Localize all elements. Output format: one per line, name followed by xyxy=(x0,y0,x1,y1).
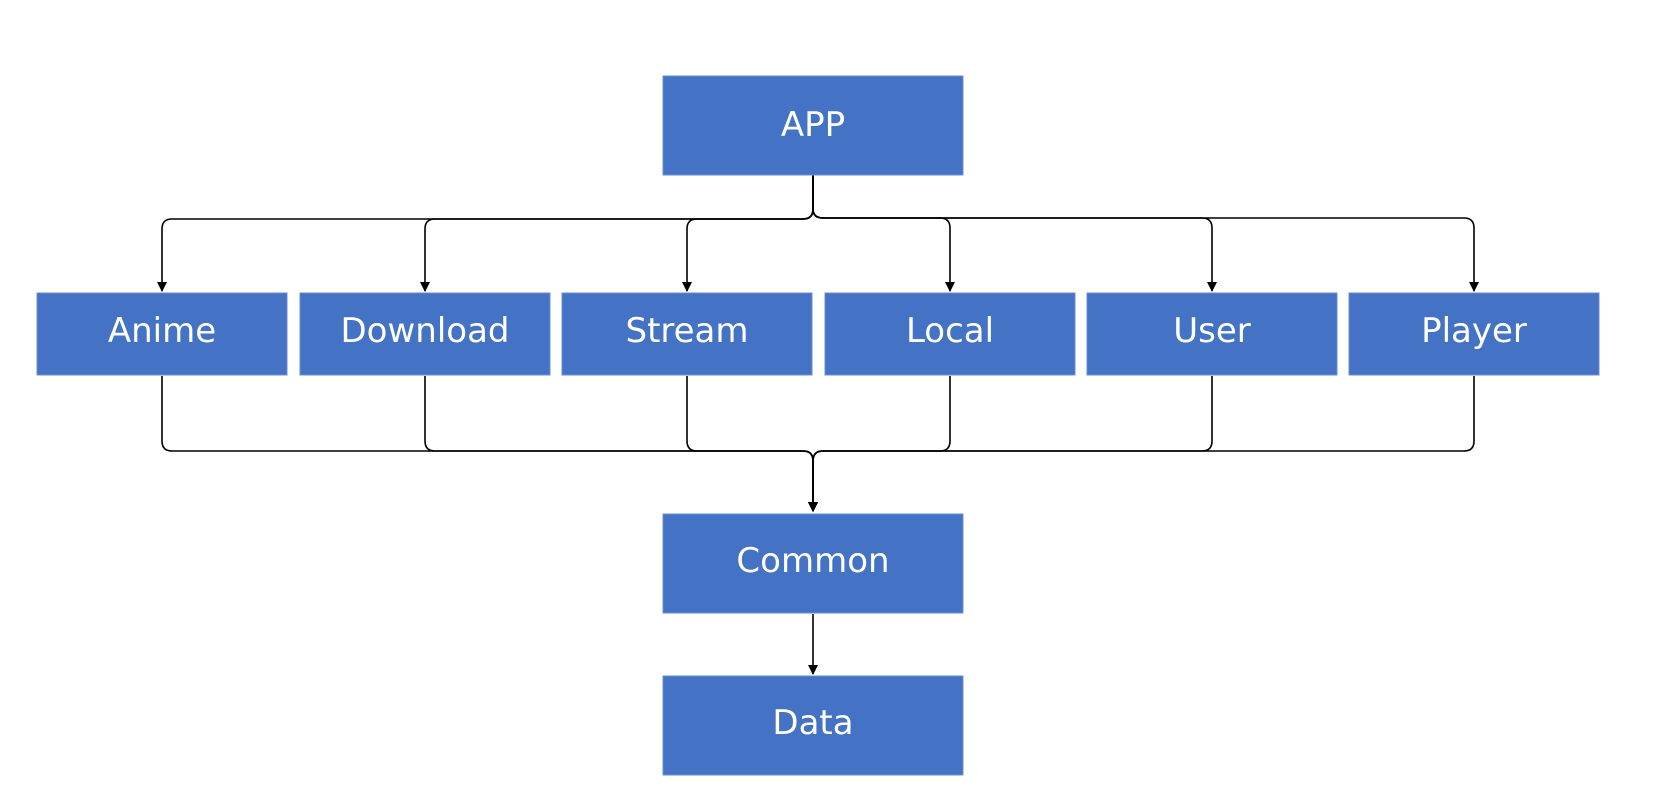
node-stream: Stream xyxy=(561,292,813,376)
node-common-label: Common xyxy=(736,541,889,581)
connector-stream-common xyxy=(686,376,818,512)
node-user-label: User xyxy=(1173,311,1251,351)
node-app-label: APP xyxy=(781,105,845,145)
connector-anime-common xyxy=(161,376,818,512)
node-stream-label: Stream xyxy=(625,311,748,351)
connector-app-anime xyxy=(157,174,814,292)
node-download: Download xyxy=(299,292,551,376)
modules-to-common-connectors xyxy=(161,376,1475,512)
node-download-label: Download xyxy=(340,311,509,351)
node-local: Local xyxy=(824,292,1076,376)
node-anime: Anime xyxy=(36,292,288,376)
connector-local-common xyxy=(808,376,951,512)
connector-app-player xyxy=(812,174,1479,292)
connector-player-common xyxy=(808,376,1475,512)
node-player: Player xyxy=(1348,292,1600,376)
connector-download-common xyxy=(424,376,818,512)
node-user: User xyxy=(1086,292,1338,376)
node-local-label: Local xyxy=(906,311,994,351)
node-data: Data xyxy=(662,675,964,776)
connector-app-user xyxy=(812,174,1217,292)
node-player-label: Player xyxy=(1421,311,1527,351)
node-common: Common xyxy=(662,513,964,614)
node-data-label: Data xyxy=(772,703,853,743)
app-to-modules-connectors xyxy=(157,174,1479,292)
connector-app-local xyxy=(812,174,955,292)
node-app: APP xyxy=(662,75,964,176)
connector-app-download xyxy=(420,174,814,292)
node-anime-label: Anime xyxy=(108,311,216,351)
connector-user-common xyxy=(808,376,1213,512)
connector-app-stream xyxy=(682,174,814,292)
